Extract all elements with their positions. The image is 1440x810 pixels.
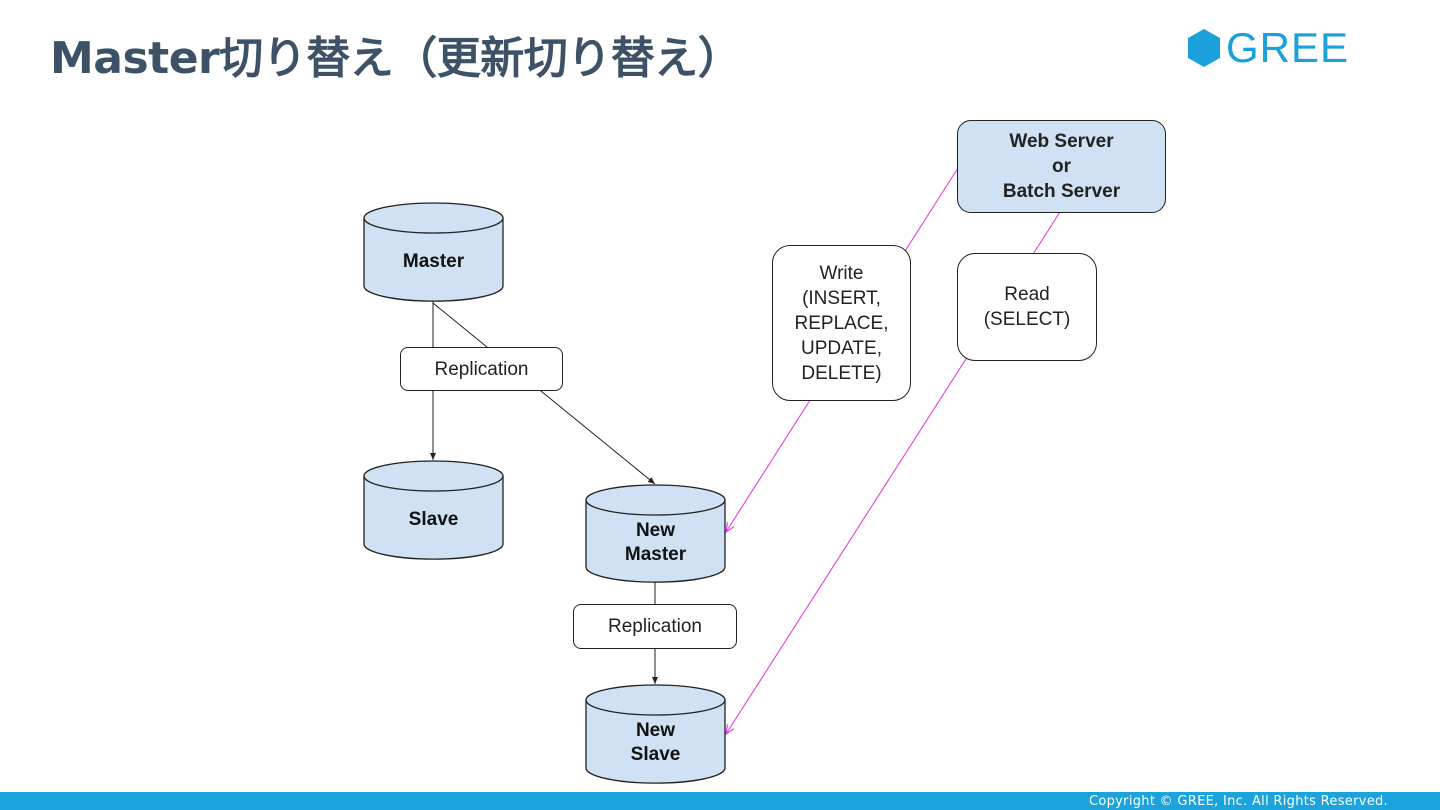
- server-box-line: Web Server: [1009, 131, 1114, 152]
- master-cylinder: [363, 202, 504, 302]
- write-box-line: Write: [819, 262, 864, 284]
- write-box: Write (INSERT, REPLACE, UPDATE, DELETE): [772, 245, 911, 401]
- new-master-label-line: New: [635, 520, 676, 541]
- new-slave-label-line: Slave: [630, 744, 681, 765]
- new-slave-label: New Slave: [586, 718, 725, 768]
- replication-box-1: Replication: [400, 347, 563, 391]
- new-slave-label-line: New: [635, 720, 676, 741]
- write-box-line: DELETE): [801, 362, 882, 384]
- write-box-line: UPDATE,: [801, 337, 882, 359]
- slide-title: Master切り替え（更新切り替え）: [50, 33, 742, 84]
- write-box-line: REPLACE,: [794, 312, 889, 334]
- slave-label: Slave: [408, 509, 459, 530]
- read-box: Read (SELECT): [957, 253, 1097, 361]
- replication-box-2: Replication: [573, 604, 737, 649]
- server-box-line: or: [1052, 156, 1071, 177]
- master-to-new-master-line: [432, 302, 656, 485]
- new-master-label: New Master: [586, 518, 725, 568]
- footer-bar: Copyright © GREE, Inc. All Rights Reserv…: [0, 792, 1440, 810]
- server-box: Web Server or Batch Server: [957, 120, 1166, 213]
- server-box-line: Batch Server: [1002, 181, 1121, 202]
- read-box-line: (SELECT): [983, 309, 1071, 330]
- copyright-text: Copyright © GREE, Inc. All Rights Reserv…: [1089, 794, 1388, 809]
- slave-cylinder: [363, 460, 504, 560]
- hexagon-icon: [1188, 29, 1220, 67]
- new-slave-cylinder: [585, 684, 726, 784]
- gree-logo: GREE: [1186, 24, 1350, 71]
- logo-text: GREE: [1226, 24, 1350, 71]
- new-master-label-line: Master: [624, 544, 687, 565]
- new-master-cylinder: [585, 484, 726, 583]
- read-box-line: Read: [1004, 284, 1050, 305]
- master-label: Master: [402, 251, 465, 272]
- write-box-line: (INSERT,: [802, 287, 881, 309]
